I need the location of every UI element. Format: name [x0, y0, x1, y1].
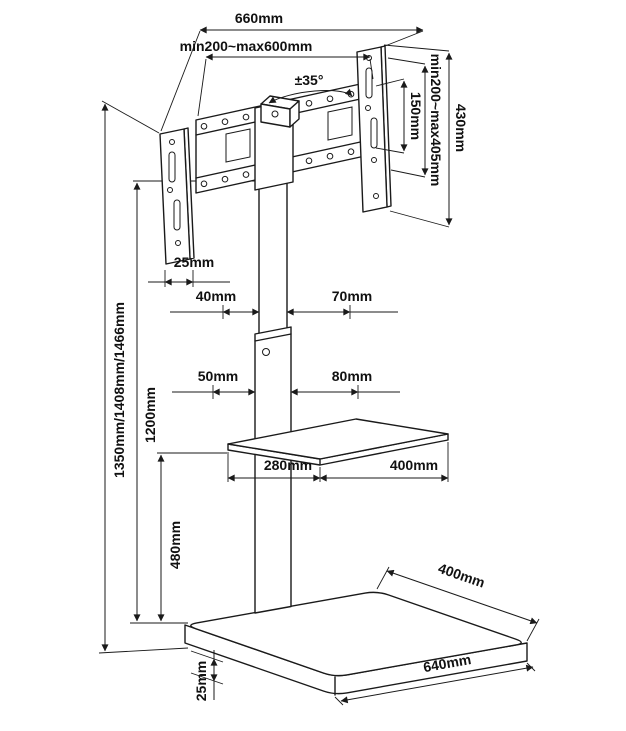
dimension-bracket-offset: 25mm: [148, 254, 230, 287]
dimension-top-width: 660mm: [160, 10, 424, 132]
label-top-width: 660mm: [235, 10, 283, 26]
bracket-rail-left: [159, 127, 195, 265]
label-overall-height: 1350mm/1408mm/1466mm: [111, 302, 127, 478]
label-column-lower-width: 80mm: [332, 368, 372, 384]
dimension-shelf: 280mm 400mm: [227, 442, 449, 482]
label-column-height: 1200mm: [142, 387, 158, 443]
label-vesa-width-range: min200~max600mm: [180, 38, 313, 54]
label-shelf-width: 400mm: [390, 457, 438, 473]
label-shelf-depth: 280mm: [264, 457, 312, 473]
label-bar-spacing: 150mm: [408, 92, 424, 140]
dimension-overall-height: 1350mm/1408mm/1466mm: [98, 100, 189, 654]
bracket-window-right: [327, 106, 353, 141]
dimension-bar-spacing: 150mm: [375, 78, 424, 154]
dimension-column-upper: 40mm 70mm: [170, 288, 398, 319]
swivel-box: [260, 95, 300, 128]
dimension-shelf-height: 480mm: [157, 452, 227, 622]
column-lock-screw: [262, 348, 270, 356]
base: [184, 591, 528, 696]
label-bracket-offset: 25mm: [174, 254, 214, 270]
label-bracket-height: 430mm: [453, 104, 469, 152]
label-column-upper-depth: 40mm: [196, 288, 236, 304]
label-column-lower-depth: 50mm: [198, 368, 238, 384]
label-shelf-height: 480mm: [167, 521, 183, 569]
dimension-bracket-height: 430mm: [383, 44, 469, 228]
dimension-vesa-width: min200~max600mm: [180, 38, 374, 117]
tv-bracket: [159, 45, 392, 265]
label-base-depth: 400mm: [436, 560, 487, 591]
dimension-column-lower: 50mm 80mm: [172, 368, 400, 399]
shelf: [227, 418, 449, 466]
label-base-thickness: 25mm: [193, 661, 209, 701]
label-vesa-height-range: min200~max405mm: [428, 54, 444, 187]
label-swivel-angle: ±35°: [295, 72, 324, 88]
dimension-swivel-angle: ±35°: [268, 72, 353, 104]
label-column-upper-width: 70mm: [332, 288, 372, 304]
dimension-base-thickness: 25mm: [190, 650, 224, 701]
bracket-window-left: [225, 128, 251, 163]
column: [254, 180, 292, 614]
dimension-vesa-height: min200~max405mm: [387, 54, 444, 187]
dimension-column-height: 1200mm: [130, 180, 257, 624]
bracket-rail-right: [356, 45, 392, 213]
